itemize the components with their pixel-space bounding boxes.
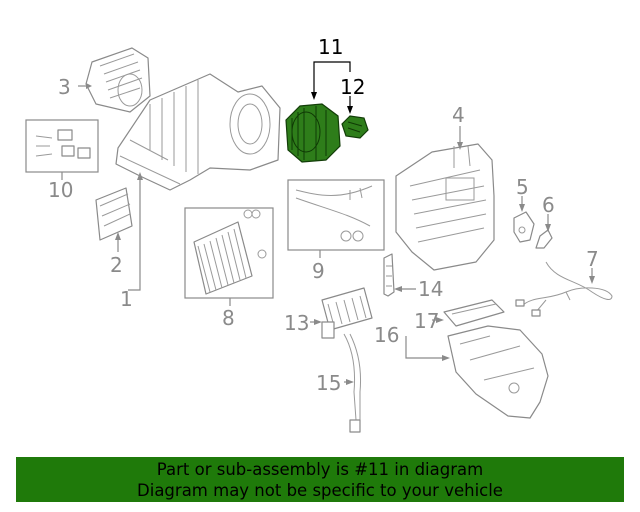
part-10-hardware[interactable] — [35, 129, 91, 159]
part-11-blower-motor[interactable] — [285, 103, 341, 163]
callout-10[interactable]: 10 — [48, 178, 73, 202]
arrow-12 — [347, 106, 353, 114]
fitment-banner: Part or sub-assembly is #11 in diagram D… — [16, 457, 624, 502]
callout-17[interactable]: 17 — [414, 309, 439, 333]
callout-13[interactable]: 13 — [284, 311, 309, 335]
arrow-2 — [115, 232, 121, 240]
part-7-wiring-harness[interactable] — [515, 261, 613, 317]
part-9-ac-lines[interactable] — [295, 185, 373, 242]
callout-8[interactable]: 8 — [222, 306, 235, 330]
part-17-filter[interactable] — [443, 299, 505, 327]
callout-9[interactable]: 9 — [312, 259, 325, 283]
callout-11[interactable]: 11 — [318, 35, 343, 59]
arrow-11 — [311, 92, 317, 100]
arrow-13 — [314, 319, 322, 325]
banner-line-2: Diagram may not be specific to your vehi… — [137, 481, 503, 500]
leader-1 — [128, 176, 141, 291]
callout-12[interactable]: 12 — [340, 75, 365, 99]
leader-11 — [313, 61, 351, 96]
part-2-cabin-filter[interactable] — [95, 187, 133, 241]
arrow-15 — [346, 379, 354, 385]
part-13-heater-core[interactable] — [321, 287, 373, 339]
part-3-inlet-duct[interactable] — [85, 47, 151, 113]
part-15-drain-hose[interactable] — [343, 333, 361, 433]
arrow-16 — [442, 355, 450, 361]
arrow-7 — [589, 276, 595, 284]
callout-5[interactable]: 5 — [516, 175, 529, 199]
callout-2[interactable]: 2 — [110, 253, 123, 277]
arrow-4 — [457, 142, 463, 150]
callout-7[interactable]: 7 — [586, 247, 599, 271]
part-8-box — [184, 207, 274, 299]
callout-16[interactable]: 16 — [374, 323, 399, 347]
arrow-3 — [86, 83, 92, 89]
part-14-bracket[interactable] — [383, 253, 395, 297]
arrow-17 — [436, 317, 444, 323]
callout-3[interactable]: 3 — [58, 75, 71, 99]
part-16-lower-housing[interactable] — [447, 325, 549, 419]
banner-line-1: Part or sub-assembly is #11 in diagram — [156, 460, 484, 479]
callout-6[interactable]: 6 — [542, 193, 555, 217]
part-5-actuator[interactable] — [513, 211, 535, 243]
leader-16 — [405, 336, 446, 359]
callout-14[interactable]: 14 — [418, 277, 443, 301]
callout-4[interactable]: 4 — [452, 103, 465, 127]
part-1-hvac-case[interactable] — [115, 73, 281, 191]
arrow-6 — [545, 224, 551, 232]
arrow-1 — [137, 172, 143, 180]
callout-1[interactable]: 1 — [120, 287, 133, 311]
part-8-evaporator-core[interactable] — [193, 209, 267, 295]
part-9-box — [287, 179, 385, 251]
arrow-14 — [394, 286, 402, 292]
part-4-ac-housing[interactable] — [395, 143, 495, 271]
part-6-sensor[interactable] — [535, 229, 553, 249]
part-12-blower-resistor[interactable] — [341, 115, 369, 139]
arrow-5 — [519, 204, 525, 212]
callout-15[interactable]: 15 — [316, 371, 341, 395]
